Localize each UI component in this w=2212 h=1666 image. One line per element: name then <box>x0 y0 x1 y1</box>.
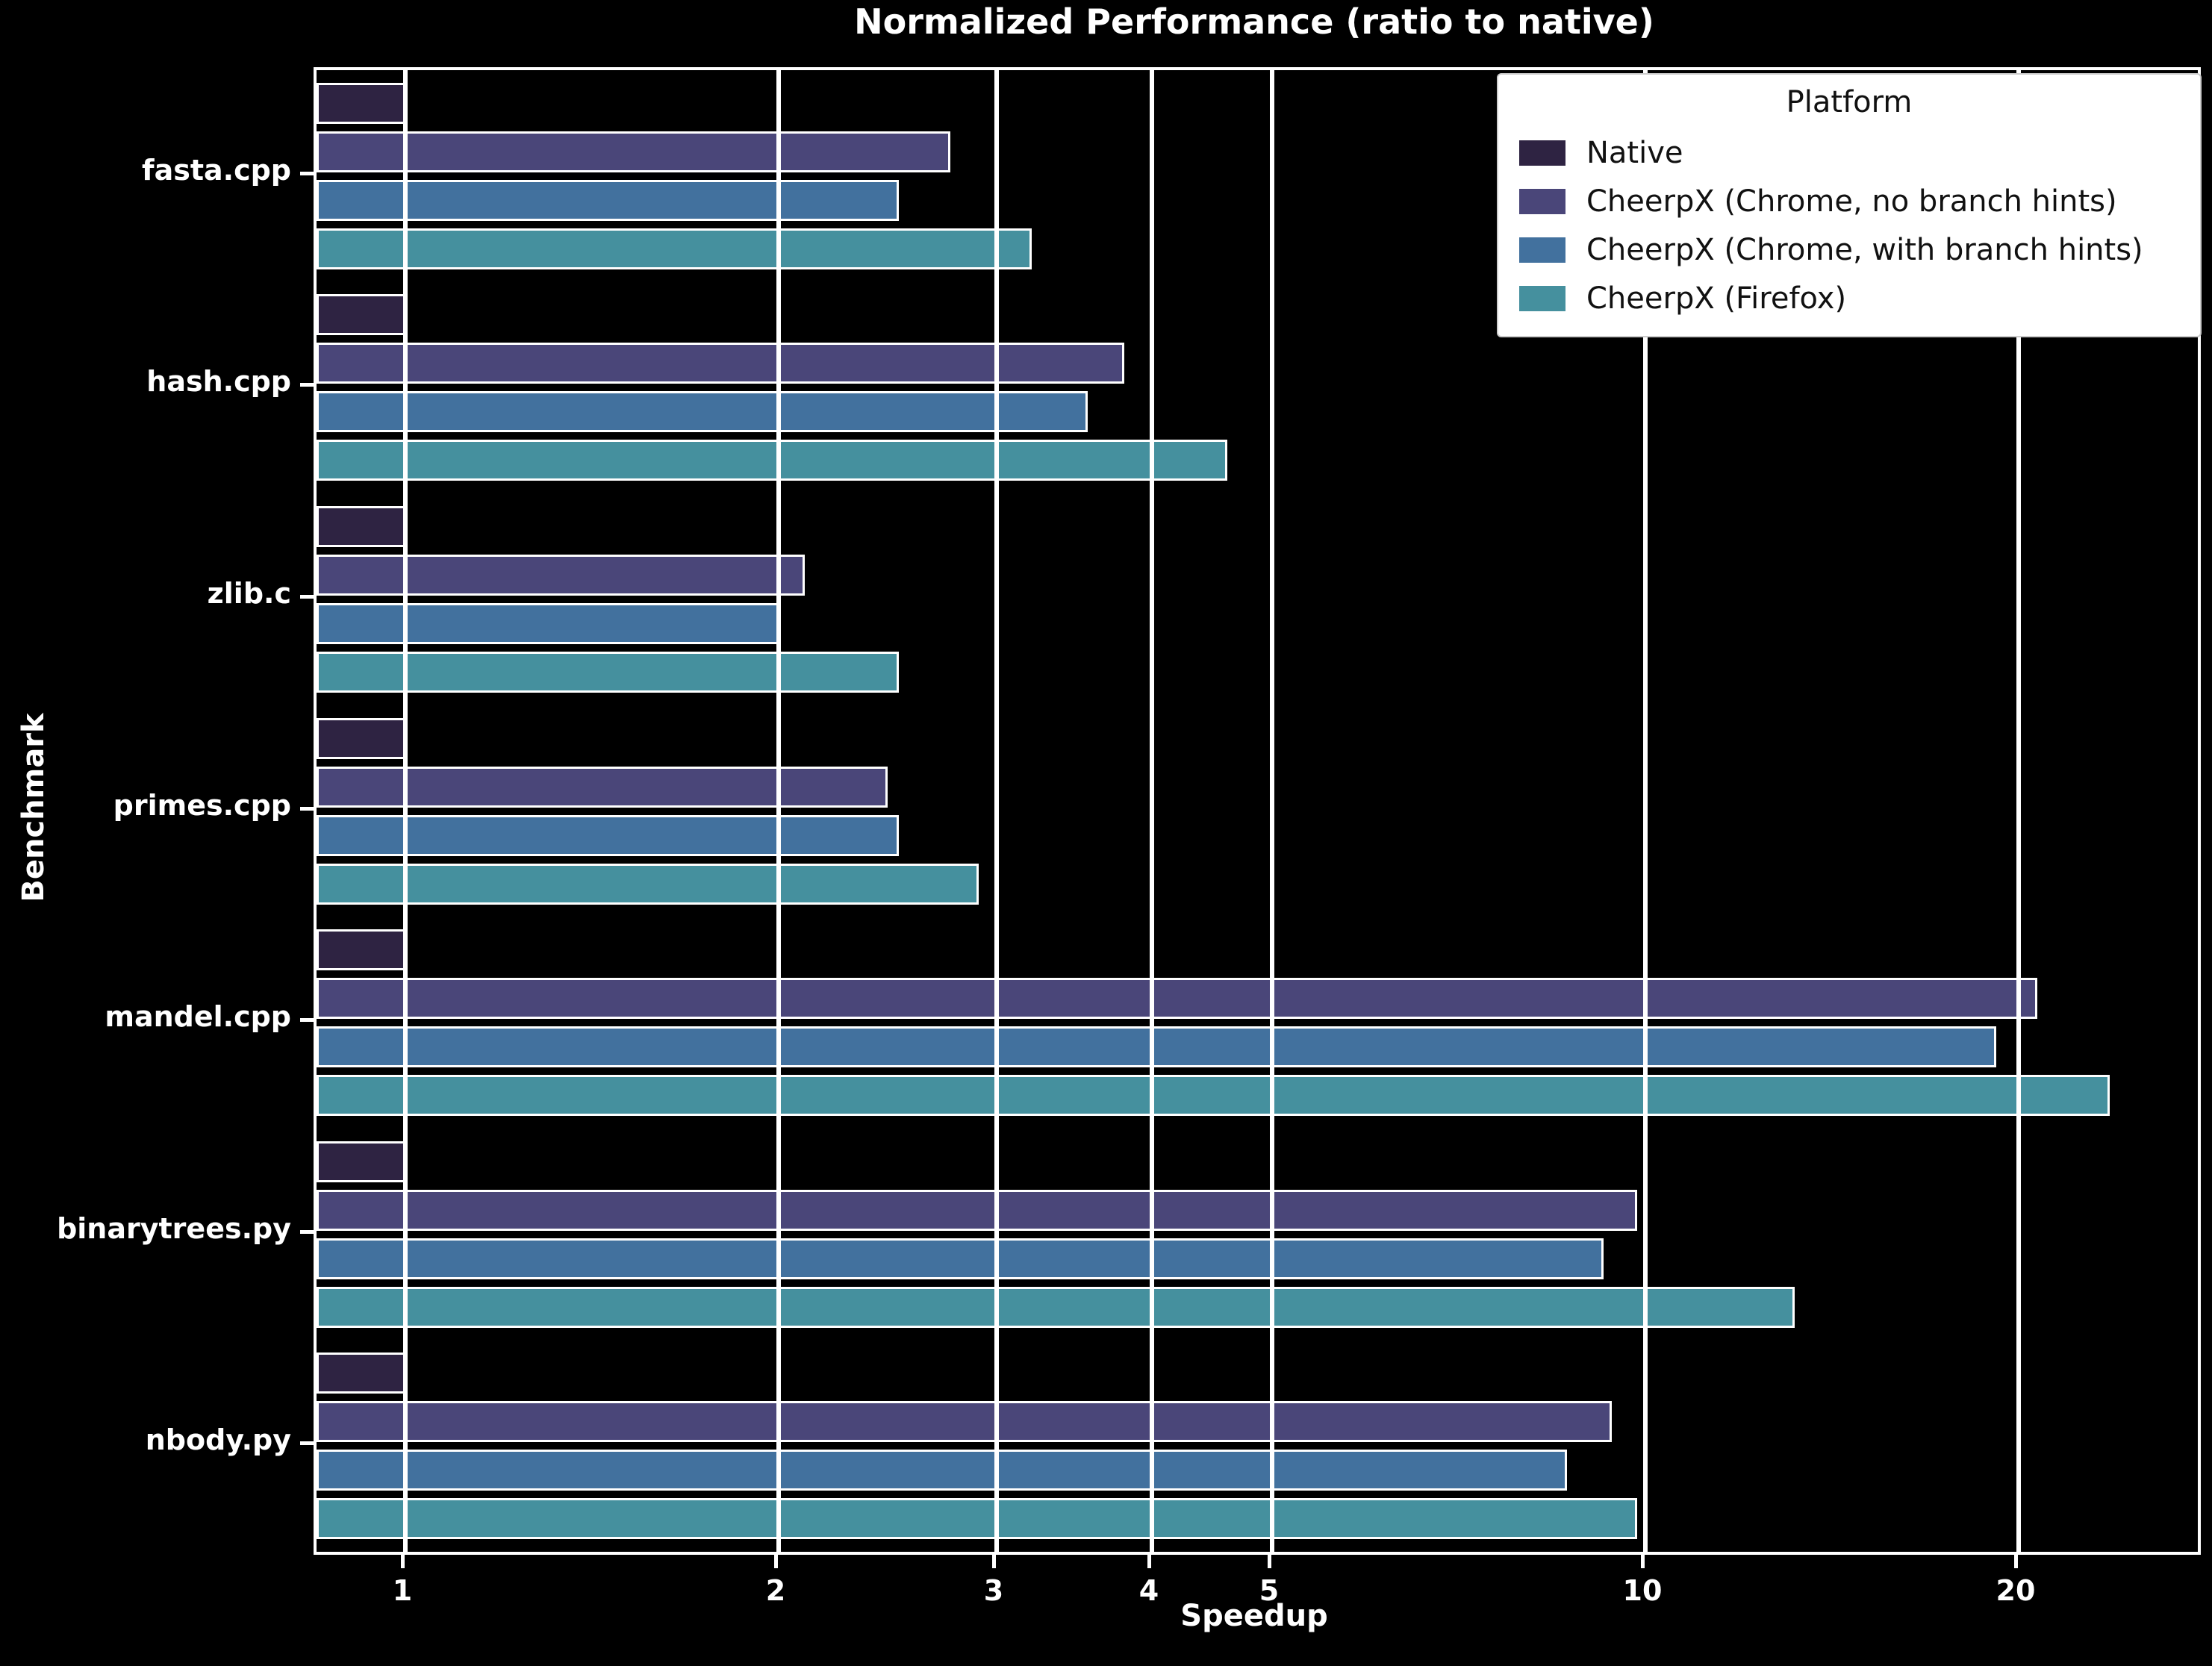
y-tick-mark <box>300 595 314 599</box>
y-tick-mark <box>300 1018 314 1022</box>
legend-entry-1: CheerpX (Chrome, no branch hints) <box>1498 184 2200 222</box>
legend-entry-0: Native <box>1498 136 2200 173</box>
gridline-x-3 <box>994 70 999 1552</box>
x-tick-label-1: 1 <box>392 1574 413 1607</box>
y-tick-label-binarytrees.py: binarytrees.py <box>57 1212 291 1245</box>
bar-zlib.c-series-1 <box>317 554 805 596</box>
bar-mandel.cpp-series-3 <box>317 1075 2110 1117</box>
x-tick-mark <box>401 1555 405 1568</box>
bar-fasta.cpp-series-0 <box>317 82 405 124</box>
gridline-x-2 <box>776 70 781 1552</box>
bar-hash.cpp-series-0 <box>317 294 405 336</box>
bar-primes.cpp-series-2 <box>317 814 899 856</box>
y-tick-mark <box>300 1441 314 1445</box>
bar-binarytrees.py-series-0 <box>317 1141 405 1182</box>
bar-fasta.cpp-series-3 <box>317 228 1032 269</box>
x-tick-mark <box>1147 1555 1151 1568</box>
y-axis-label: Benchmark <box>16 713 51 902</box>
chart-title: Normalized Performance (ratio to native) <box>854 1 1654 42</box>
bar-fasta.cpp-series-2 <box>317 179 899 221</box>
bar-hash.cpp-series-1 <box>317 343 1124 384</box>
x-tick-mark <box>2014 1555 2018 1568</box>
gridline-x-10 <box>1643 70 1648 1552</box>
y-tick-label-fasta.cpp: fasta.cpp <box>142 154 291 187</box>
bar-hash.cpp-series-3 <box>317 440 1227 481</box>
x-tick-mark <box>992 1555 996 1568</box>
legend-title: Platform <box>1786 85 1913 119</box>
y-tick-mark <box>300 1230 314 1234</box>
y-tick-label-primes.cpp: primes.cpp <box>113 789 291 822</box>
x-tick-label-5: 5 <box>1259 1574 1280 1607</box>
y-tick-mark <box>300 383 314 387</box>
bar-nbody.py-series-2 <box>317 1450 1567 1491</box>
gridline-x-5 <box>1270 70 1274 1552</box>
bar-fasta.cpp-series-1 <box>317 131 950 172</box>
bar-binarytrees.py-series-1 <box>317 1189 1637 1231</box>
x-tick-mark <box>1268 1555 1271 1568</box>
x-tick-label-4: 4 <box>1138 1574 1159 1607</box>
gridline-x-1 <box>403 70 408 1552</box>
y-tick-label-zlib.c: zlib.c <box>207 577 291 610</box>
legend-swatch-3 <box>1519 286 1565 311</box>
legend-entry-3: CheerpX (Firefox) <box>1498 281 2200 319</box>
legend-swatch-1 <box>1519 189 1565 214</box>
y-tick-mark <box>300 172 314 175</box>
legend-swatch-2 <box>1519 237 1565 263</box>
gridline-x-20 <box>2016 70 2021 1552</box>
x-tick-label-2: 2 <box>765 1574 786 1607</box>
bar-nbody.py-series-0 <box>317 1353 405 1394</box>
x-tick-mark <box>774 1555 778 1568</box>
y-tick-label-nbody.py: nbody.py <box>145 1423 291 1456</box>
bar-mandel.cpp-series-1 <box>317 978 2037 1020</box>
bar-nbody.py-series-3 <box>317 1498 1637 1540</box>
bar-primes.cpp-series-3 <box>317 863 979 905</box>
y-tick-label-hash.cpp: hash.cpp <box>146 365 291 398</box>
bar-primes.cpp-series-1 <box>317 766 888 808</box>
bar-binarytrees.py-series-2 <box>317 1238 1604 1279</box>
bar-nbody.py-series-1 <box>317 1401 1612 1443</box>
bar-binarytrees.py-series-3 <box>317 1286 1795 1328</box>
bar-zlib.c-series-3 <box>317 651 899 693</box>
bar-mandel.cpp-series-0 <box>317 929 405 971</box>
legend-label-0: Native <box>1586 136 1683 170</box>
bar-zlib.c-series-0 <box>317 505 405 547</box>
legend-label-3: CheerpX (Firefox) <box>1586 281 1847 316</box>
x-tick-label-10: 10 <box>1622 1574 1663 1607</box>
legend-label-2: CheerpX (Chrome, with branch hints) <box>1586 233 2143 267</box>
legend-label-1: CheerpX (Chrome, no branch hints) <box>1586 184 2117 219</box>
x-tick-label-3: 3 <box>983 1574 1004 1607</box>
x-axis-label: Speedup <box>1180 1599 1328 1633</box>
bar-zlib.c-series-2 <box>317 602 779 644</box>
y-tick-mark <box>300 807 314 811</box>
legend-swatch-0 <box>1519 140 1565 166</box>
bar-primes.cpp-series-0 <box>317 717 405 759</box>
x-tick-label-20: 20 <box>1996 1574 2036 1607</box>
x-tick-mark <box>1641 1555 1645 1568</box>
gridline-x-4 <box>1150 70 1154 1552</box>
bar-hash.cpp-series-2 <box>317 391 1088 433</box>
bar-mandel.cpp-series-2 <box>317 1026 1996 1068</box>
y-tick-label-mandel.cpp: mandel.cpp <box>105 1000 291 1033</box>
legend-entry-2: CheerpX (Chrome, with branch hints) <box>1498 233 2200 270</box>
